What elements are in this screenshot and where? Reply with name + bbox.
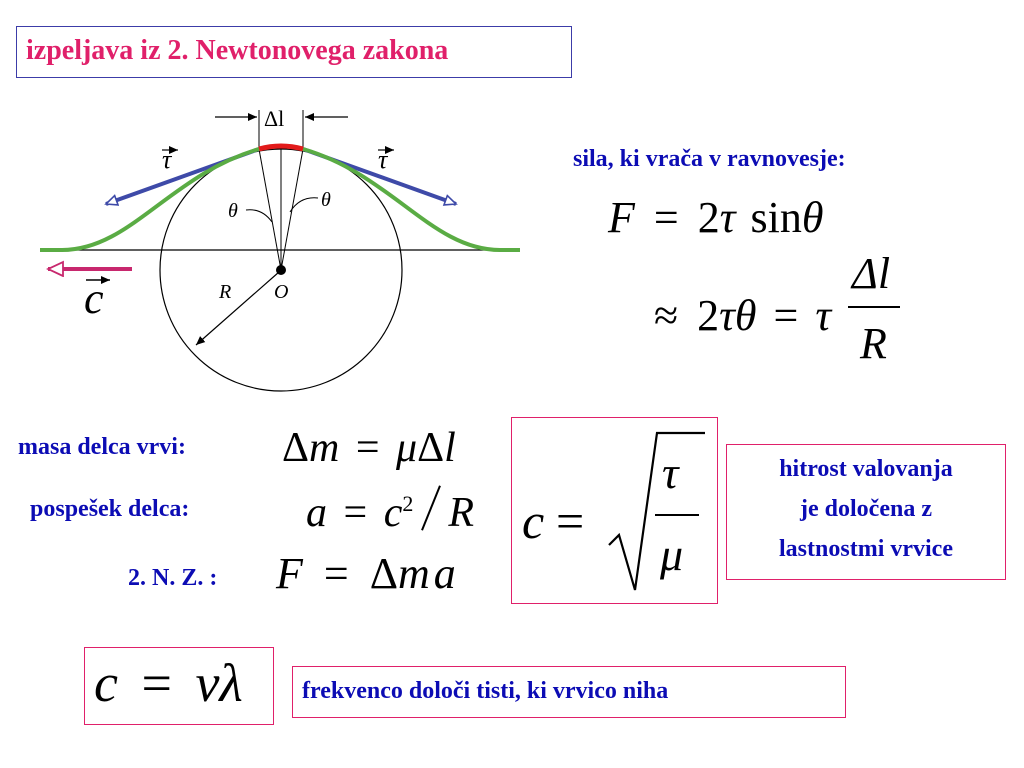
fraction-denominator: R <box>860 319 887 368</box>
acceleration-equation: a = c2 R <box>306 484 474 537</box>
slash-divider <box>420 485 441 531</box>
frequency-note-box <box>292 666 846 718</box>
force-symbol: F <box>276 549 303 598</box>
tau-left-label: τ <box>162 145 173 174</box>
radial-line-left <box>258 148 282 271</box>
acceleration-symbol: a <box>306 490 327 536</box>
equals-sign: = <box>355 425 380 471</box>
page-title: izpeljava iz 2. Newtonovega zakona <box>26 35 449 66</box>
radius-symbol: R <box>448 490 474 536</box>
acceleration-symbol: a <box>433 549 456 598</box>
restoring-force-label: sila, ki vrača v ravnovesje: <box>573 146 846 172</box>
speed-symbol: c <box>522 493 545 549</box>
equals-sign: = <box>323 549 349 598</box>
theta-left-label: θ <box>228 200 238 222</box>
theta-symbol: θ <box>801 193 824 242</box>
speed-note-line2: je določena z <box>800 496 932 522</box>
center-point <box>276 265 286 275</box>
frequency-note: frekvenco določi tisti, ki vrvico niha <box>302 678 669 704</box>
theta-left-leader <box>245 209 273 223</box>
speed-note-line1: hitrost valovanja <box>779 456 953 482</box>
newton-equation: F = Δma <box>276 548 456 599</box>
string-diagram: Δl τ τ θ θ R O c <box>40 106 520 392</box>
radius-arrow <box>195 271 280 346</box>
mass-equation: Δm = μΔl <box>282 424 456 472</box>
tau-symbol: τ <box>815 291 832 340</box>
delta-symbol: Δ <box>417 425 445 471</box>
fraction-bar <box>848 306 900 308</box>
square-root-sign <box>608 431 705 591</box>
acceleration-label: pospešek delca: <box>30 496 190 522</box>
wavelength-symbol: λ <box>219 653 243 713</box>
mu-symbol: μ <box>396 425 418 471</box>
speed-symbol: c <box>94 653 118 713</box>
title-box <box>16 26 572 78</box>
mass-symbol: m <box>309 425 340 471</box>
approx-sign: ≈ <box>654 291 679 340</box>
equals-sign: = <box>141 653 172 713</box>
equals-sign: = <box>343 490 368 536</box>
mass-symbol: m <box>398 549 430 598</box>
sin-function: sin <box>750 193 802 242</box>
tau-theta-product: τθ <box>719 291 757 340</box>
speed-symbol: c <box>383 490 403 536</box>
linear-density-symbol: μ <box>660 529 684 580</box>
center-label: O <box>274 281 288 303</box>
coefficient: 2 <box>697 291 720 340</box>
coefficient: 2 <box>697 193 720 242</box>
velocity-label: c <box>84 274 104 323</box>
equals-sign: = <box>773 291 799 340</box>
wave-equation: c = νλ <box>94 652 243 714</box>
frequency-symbol: ν <box>195 653 220 713</box>
force-equation: F = 2τ sinθ <box>608 192 823 243</box>
delta-l-label: Δl <box>264 106 284 131</box>
equals-sign: = <box>556 493 585 549</box>
string-segment <box>258 143 304 152</box>
theta-right-leader <box>289 197 319 213</box>
exponent: 2 <box>402 491 414 516</box>
theta-right-label: θ <box>321 189 331 211</box>
delta-symbol: Δ <box>282 425 310 471</box>
speed-formula-box <box>511 417 718 604</box>
wave-formula-box <box>84 647 274 725</box>
equals-sign: = <box>653 193 679 242</box>
tau-symbol: τ <box>719 193 736 242</box>
string-wave <box>40 144 520 252</box>
fraction-numerator: Δl <box>852 249 891 298</box>
newton-label: 2. N. Z. : <box>128 565 218 591</box>
tension-symbol: τ <box>662 447 679 498</box>
speed-note-box <box>726 444 1006 580</box>
mass-label: masa delca vrvi: <box>18 434 186 460</box>
speed-note-line3: lastnostmi vrvice <box>779 536 953 562</box>
speed-fraction-bar <box>655 514 699 516</box>
force-symbol: F <box>608 193 635 242</box>
length-symbol: l <box>444 425 456 471</box>
radius-label: R <box>218 281 231 303</box>
small-angle-approximation: ≈ 2τθ = τ <box>654 290 831 341</box>
delta-symbol: Δ <box>369 549 399 598</box>
tau-right-label: τ <box>378 145 389 174</box>
